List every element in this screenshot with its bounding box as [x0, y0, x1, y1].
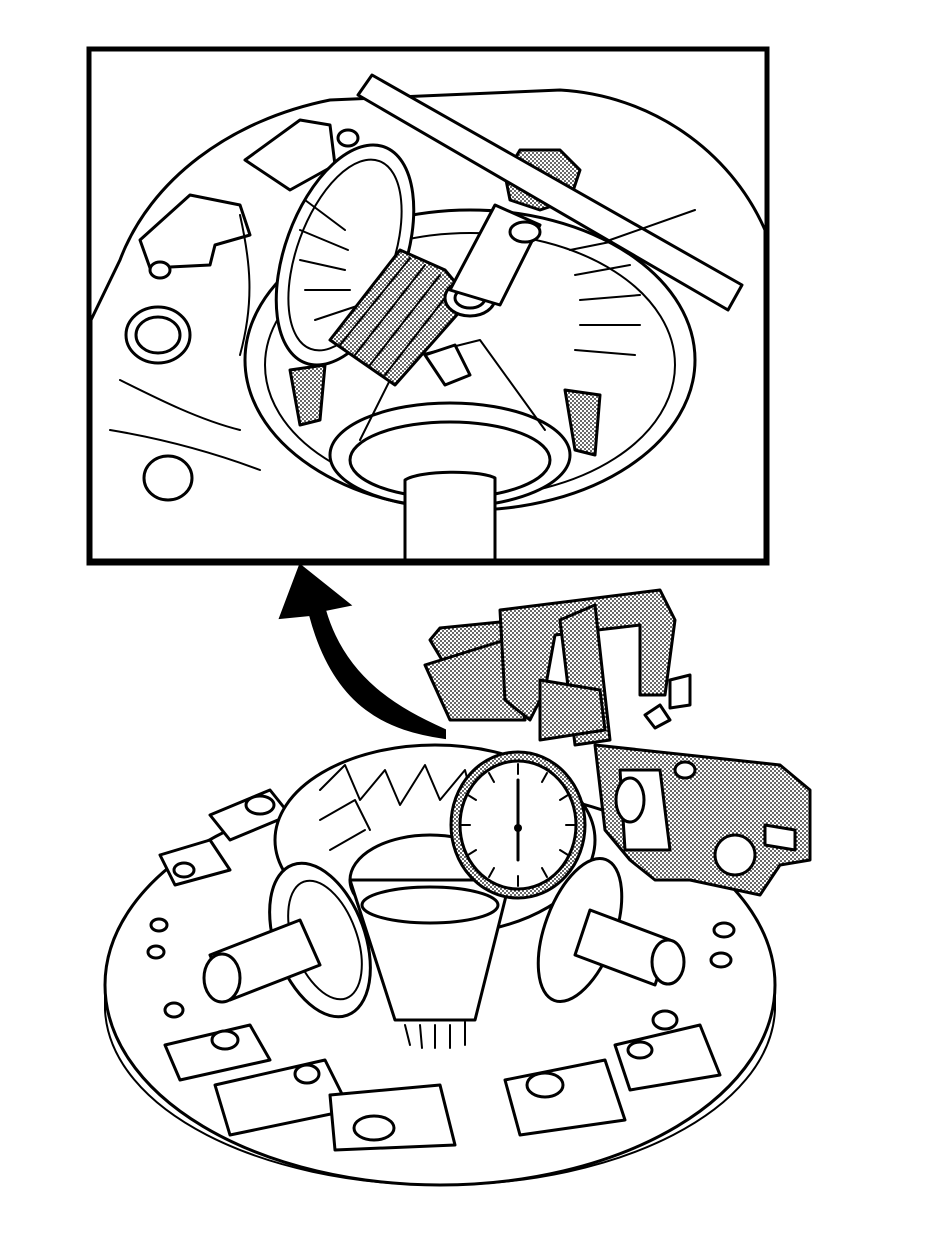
detail-inset [86, 46, 770, 566]
inset-frame [86, 46, 770, 566]
differential-carrier-assembly [103, 588, 812, 1187]
dial-ticks [459, 763, 577, 887]
callout-arrow [278, 563, 446, 740]
